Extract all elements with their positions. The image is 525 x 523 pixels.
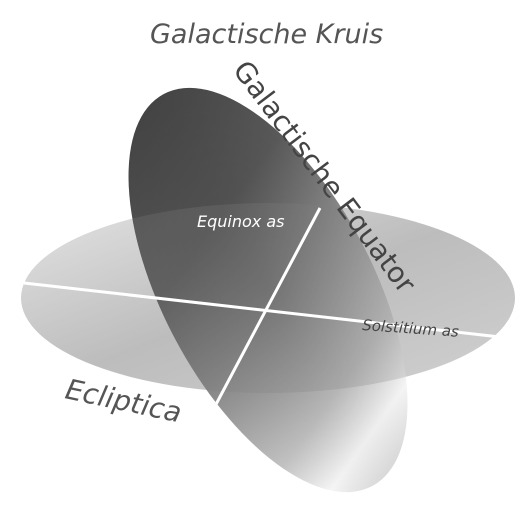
equinox-axis-label: Equinox as: [197, 212, 284, 231]
diagram-title: Galactische Kruis: [150, 19, 383, 50]
solstice-axis-line: [23, 281, 501, 339]
galactic-plane-shade: [128, 87, 408, 493]
equinox-axis-line: [211, 207, 322, 411]
